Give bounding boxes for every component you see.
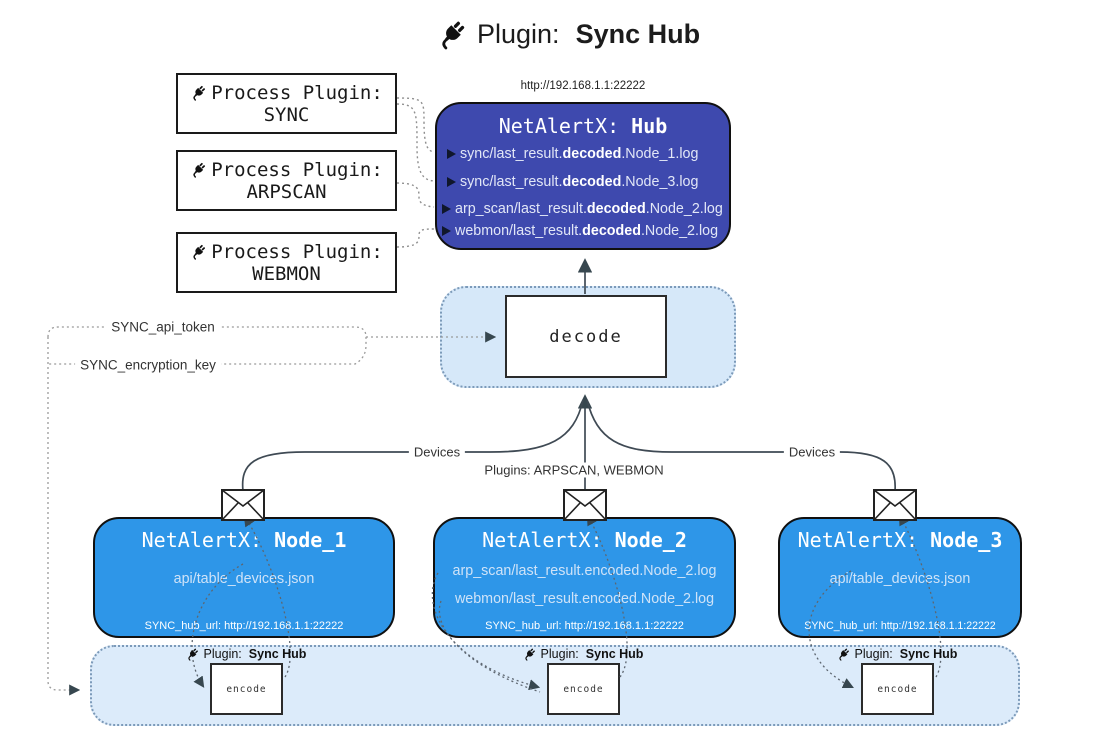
plug-icon [186, 647, 200, 661]
node-2-box: NetAlertX: Node_2 arp_scan/last_result.e… [433, 517, 736, 638]
envelope-icon [563, 489, 607, 521]
node-file-line: api/table_devices.json [173, 571, 315, 587]
process-plugin-sync: Process Plugin: SYNC [176, 73, 397, 134]
log-post: .Node_1.log [621, 146, 699, 162]
node-file-line: webmon/last_result.encoded.Node_2.log [454, 591, 715, 607]
hub-title-prefix: NetAlertX: [498, 114, 620, 138]
encode-box: encode [210, 663, 283, 715]
node-title-name: Node_3 [930, 528, 1003, 552]
plug-icon [190, 243, 207, 260]
plug-icon [190, 161, 207, 178]
envelope-icon [873, 489, 917, 521]
encoder-label-name: Sync Hub [585, 647, 644, 661]
log-pre: sync/last_result. [460, 174, 563, 190]
node-title-name: Node_2 [614, 528, 687, 552]
log-post: .Node_2.log [640, 223, 719, 239]
log-pre: sync/last_result. [460, 146, 563, 162]
plug-icon [523, 647, 537, 661]
plug-icon [436, 18, 468, 50]
node-title-name: Node_1 [274, 528, 347, 552]
process-plugin-name: WEBMON [252, 262, 321, 285]
page-title: Plugin: Sync Hub [436, 18, 700, 50]
process-plugin-name: ARPSCAN [246, 180, 327, 203]
plugins-label-center: Plugins: ARPSCAN, WEBMON [479, 462, 669, 478]
encoder-label: Plugin: Sync Hub [837, 647, 958, 661]
hub-log-line: sync/last_result.decoded.Node_3.log [447, 172, 725, 192]
triangle-icon [442, 204, 451, 214]
hub-box: NetAlertX: Hub sync/last_result.decoded.… [435, 102, 731, 250]
process-plugin-label: Process Plugin: [211, 240, 383, 263]
encoder-label: Plugin: Sync Hub [186, 647, 307, 661]
process-plugin-label: Process Plugin: [211, 158, 383, 181]
node-title: NetAlertX: Node_1 [95, 528, 393, 552]
triangle-icon [447, 149, 456, 159]
encode-box: encode [547, 663, 620, 715]
sync-api-token-label: SYNC_api_token [106, 319, 220, 335]
node-1-box: NetAlertX: Node_1 api/table_devices.json… [93, 517, 395, 638]
process-plugin-label: Process Plugin: [211, 81, 383, 104]
process-plugin-webmon: Process Plugin: WEBMON [176, 232, 397, 293]
node-title: NetAlertX: Node_2 [435, 528, 734, 552]
encoder-label-name: Sync Hub [248, 647, 307, 661]
decode-box: decode [505, 295, 667, 378]
hub-log-line: webmon/last_result.decoded.Node_2.log [442, 221, 725, 241]
encoder-label-prefix: Plugin: [854, 647, 893, 661]
hub-url: http://192.168.1.1:22222 [520, 80, 646, 92]
title-name: Sync Hub [575, 18, 701, 49]
log-bold: decoded [586, 201, 646, 217]
sync-encryption-key-label: SYNC_encryption_key [75, 357, 221, 373]
encoder-label-prefix: Plugin: [203, 647, 242, 661]
devices-label-left: Devices [408, 444, 466, 460]
triangle-icon [442, 226, 451, 236]
log-pre: webmon/last_result. [455, 223, 583, 239]
node-file-line: arp_scan/last_result.encoded.Node_2.log [452, 563, 717, 579]
hub-title: NetAlertX: Hub [437, 114, 729, 138]
log-bold: decoded [562, 174, 622, 190]
hub-log-line: arp_scan/last_result.decoded.Node_2.log [442, 199, 725, 219]
node-title: NetAlertX: Node_3 [780, 528, 1020, 552]
encode-box: encode [861, 663, 934, 715]
log-post: .Node_3.log [621, 174, 699, 190]
log-post: .Node_2.log [645, 201, 723, 217]
node-title-prefix: NetAlertX: [482, 528, 603, 552]
node-title-prefix: NetAlertX: [141, 528, 263, 552]
node-3-box: NetAlertX: Node_3 api/table_devices.json… [778, 517, 1022, 638]
process-plugin-name: SYNC [263, 103, 310, 126]
log-pre: arp_scan/last_result. [455, 201, 587, 217]
node-footer: SYNC_hub_url: http://192.168.1.1:22222 [144, 620, 344, 632]
triangle-icon [447, 177, 456, 187]
hub-log-line: sync/last_result.decoded.Node_1.log [447, 144, 725, 164]
node-file-line: api/table_devices.json [829, 571, 971, 587]
encoder-label-name: Sync Hub [899, 647, 958, 661]
encoder-label: Plugin: Sync Hub [523, 647, 644, 661]
log-bold: decoded [582, 223, 641, 239]
devices-label-right: Devices [783, 444, 841, 460]
node-footer: SYNC_hub_url: http://192.168.1.1:22222 [804, 620, 996, 632]
hub-title-name: Hub [631, 114, 668, 138]
encoder-label-prefix: Plugin: [540, 647, 579, 661]
log-bold: decoded [562, 146, 622, 162]
process-plugin-arpscan: Process Plugin: ARPSCAN [176, 150, 397, 211]
title-prefix: Plugin: [477, 18, 560, 49]
envelope-icon [221, 489, 265, 521]
plug-icon [837, 647, 851, 661]
plug-icon [190, 84, 207, 101]
node-title-prefix: NetAlertX: [797, 528, 919, 552]
node-footer: SYNC_hub_url: http://192.168.1.1:22222 [485, 620, 684, 632]
